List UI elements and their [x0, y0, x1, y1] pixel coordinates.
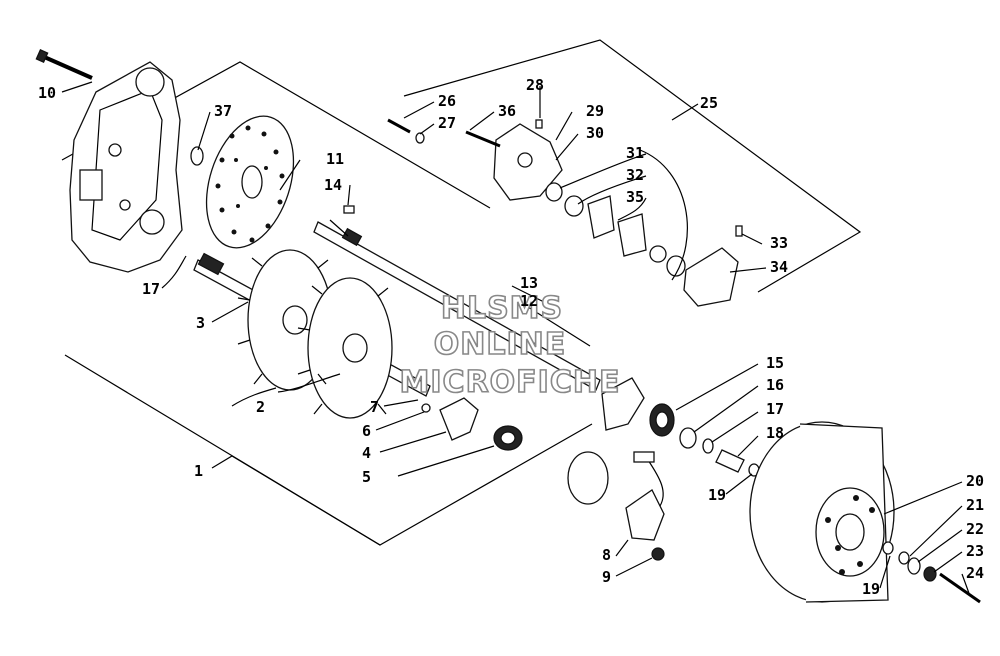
- svg-text:HLSMS: HLSMS: [441, 291, 563, 326]
- spacer-18: [715, 449, 745, 473]
- callout-10: 10: [38, 84, 56, 102]
- speed-sensor: [625, 451, 665, 561]
- trigger-wheel: [567, 451, 609, 505]
- callout-31: 31: [626, 144, 644, 162]
- callout-19a: 19: [708, 486, 726, 504]
- washer-16: [679, 427, 697, 449]
- bolt-10: [35, 49, 93, 80]
- callout-4: 4: [362, 444, 371, 462]
- svg-text:ONLINE: ONLINE: [434, 327, 567, 362]
- callout-26: 26: [438, 92, 456, 110]
- callout-9: 9: [602, 568, 611, 586]
- callout-17b: 17: [766, 400, 784, 418]
- callout-33: 33: [770, 234, 788, 252]
- svg-text:MICROFICHE: MICROFICHE: [400, 365, 621, 400]
- watermark: HLSMS ONLINE MICROFICHE: [399, 290, 621, 401]
- callout-15: 15: [766, 354, 784, 372]
- driven-pulley: [749, 421, 895, 603]
- callout-35: 35: [626, 188, 644, 206]
- leader-lines: [61, 81, 971, 597]
- washer-19b: [882, 541, 894, 555]
- bearing-flange: [439, 397, 479, 441]
- washer-21: [898, 551, 910, 565]
- callout-13: 13: [520, 274, 538, 292]
- callout-29: 29: [586, 102, 604, 120]
- callout-8: 8: [602, 546, 611, 564]
- callout-27: 27: [438, 114, 456, 132]
- caliper-assembly: [387, 118, 743, 307]
- callout-12: 12: [520, 292, 538, 310]
- upper-shaft: [313, 219, 601, 391]
- callout-21: 21: [966, 496, 984, 514]
- callout-16: 16: [766, 376, 784, 394]
- callout-23: 23: [966, 542, 984, 560]
- callout-32: 32: [626, 166, 644, 184]
- callout-24: 24: [966, 564, 984, 582]
- callout-7: 7: [370, 398, 379, 416]
- washer-37: [190, 146, 204, 166]
- chaincase-housing: [69, 61, 183, 273]
- key-14: [343, 205, 355, 214]
- bolt-24: [939, 572, 981, 604]
- caliper-bracket-line: [639, 149, 688, 281]
- callout-11: 11: [326, 150, 344, 168]
- brake-disc: [205, 115, 295, 249]
- seal-6: [421, 403, 431, 413]
- callout-labels: 1 2 3 4 5 6 7 8 9 10 11 12 13 14 15 16 1…: [38, 76, 984, 598]
- washer-23: [923, 566, 937, 582]
- callout-14: 14: [324, 176, 342, 194]
- washer-17: [702, 438, 714, 454]
- callout-25: 25: [700, 94, 718, 112]
- callout-28: 28: [526, 76, 544, 94]
- callout-2: 2: [256, 398, 265, 416]
- washer-22: [907, 557, 921, 575]
- callout-6: 6: [362, 422, 371, 440]
- callout-36: 36: [498, 102, 516, 120]
- callout-18: 18: [766, 424, 784, 442]
- callout-3: 3: [196, 314, 205, 332]
- callout-34: 34: [770, 258, 788, 276]
- callout-1: 1: [194, 462, 203, 480]
- callout-30: 30: [586, 124, 604, 142]
- callout-17a: 17: [142, 280, 160, 298]
- callout-20: 20: [966, 472, 984, 490]
- bracket-plate: [601, 377, 645, 431]
- callout-5: 5: [362, 468, 371, 486]
- callout-19b: 19: [862, 580, 880, 598]
- callout-37: 37: [214, 102, 232, 120]
- group-outline-25: [403, 39, 862, 293]
- callout-22: 22: [966, 520, 984, 538]
- drive-sprockets: [237, 249, 393, 419]
